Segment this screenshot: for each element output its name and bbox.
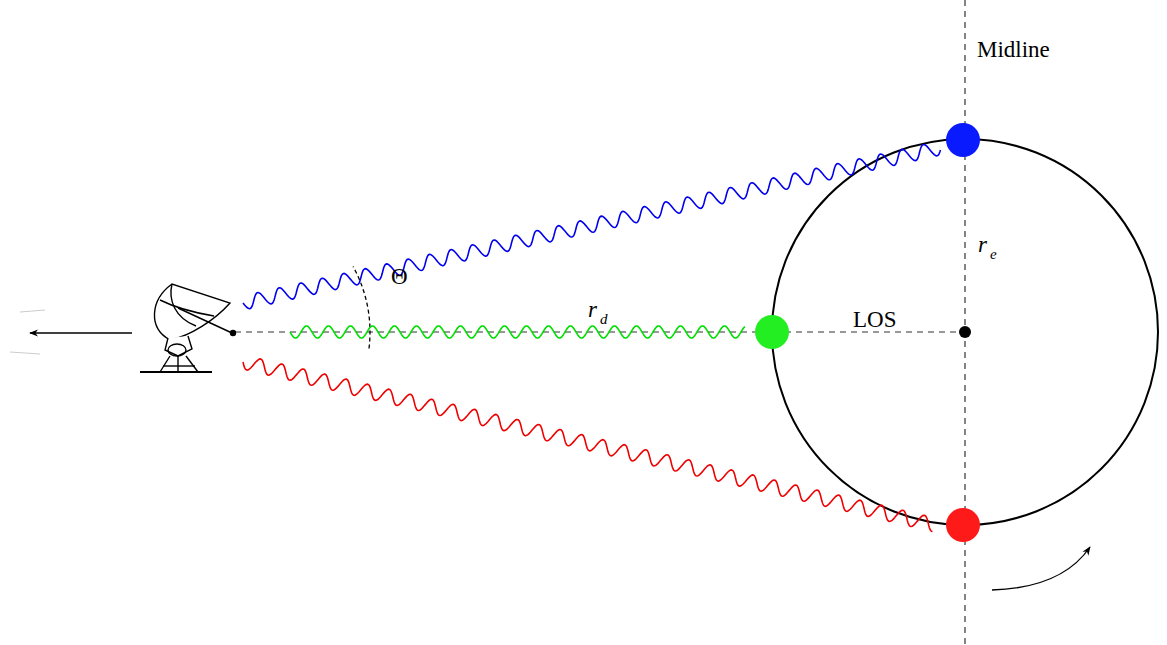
- emitter-dot: [755, 315, 789, 349]
- emitter-dot: [946, 508, 980, 542]
- angle-label: Θ: [391, 265, 408, 288]
- emitter-dot: [946, 123, 980, 157]
- center-dot: [959, 326, 971, 338]
- signal-wave: [243, 144, 940, 308]
- distance-subscript: d: [600, 312, 608, 327]
- signal-wave: [243, 359, 932, 532]
- signal-wave: [290, 326, 745, 338]
- orbit-circle: [772, 139, 1158, 525]
- axis-label: Midline: [975, 38, 1052, 61]
- radius-symbol: r: [978, 233, 987, 256]
- distance-symbol: r: [588, 298, 597, 321]
- radius-subscript: e: [990, 247, 997, 262]
- midline: [964, 0, 965, 645]
- antenna-symbol: [140, 284, 236, 372]
- motion-arrow: [30, 332, 132, 334]
- rotation-arrow: [992, 547, 1090, 590]
- angle-arc: [353, 267, 370, 349]
- motion-trail: [10, 310, 45, 354]
- axis-label: LOS: [851, 308, 898, 331]
